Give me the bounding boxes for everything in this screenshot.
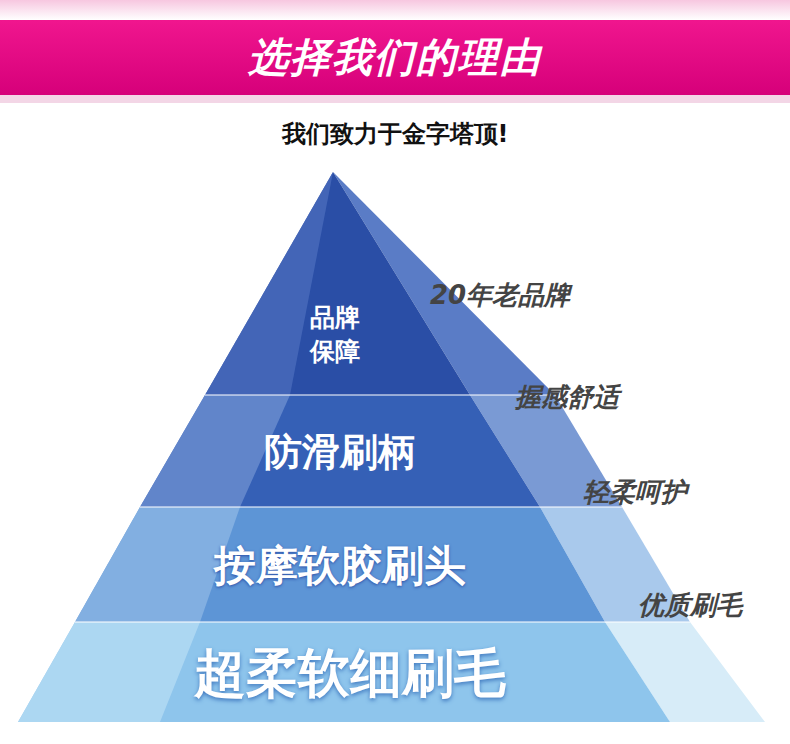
tier-band [140, 395, 540, 507]
side-label: 握感舒适 [515, 380, 619, 415]
side-label: 轻柔呵护 [583, 475, 687, 510]
tier-label: 防滑刷柄 [264, 430, 416, 476]
header-bar [0, 20, 790, 95]
tier-band-text-box: 品牌 保障 [285, 280, 385, 390]
side-label: 20年老品牌 [430, 278, 570, 313]
left-facet [18, 622, 200, 722]
subtitle: 我们致力于金字塔顶! [0, 118, 790, 150]
header-fade [0, 0, 790, 20]
header-shadow [0, 95, 790, 103]
tier-edge [75, 621, 690, 623]
tier-label: 按摩软胶刷头 [214, 541, 466, 591]
tier-label: 品牌 保障 [303, 301, 367, 369]
tier-label: 超柔软细刷毛 [194, 642, 506, 704]
tier-band [18, 622, 670, 722]
side-label: 优质刷毛 [638, 588, 742, 623]
tier-edge [140, 506, 622, 508]
tier-band-text-box: 防滑刷柄 [190, 410, 490, 495]
title-text: 选择我们的理由 [0, 20, 790, 95]
tier-band [75, 507, 605, 622]
tier-band-text-box: 按摩软胶刷头 [120, 520, 560, 612]
tier-edge [205, 394, 555, 396]
tier-band-text-box: 超柔软细刷毛 [70, 630, 630, 716]
